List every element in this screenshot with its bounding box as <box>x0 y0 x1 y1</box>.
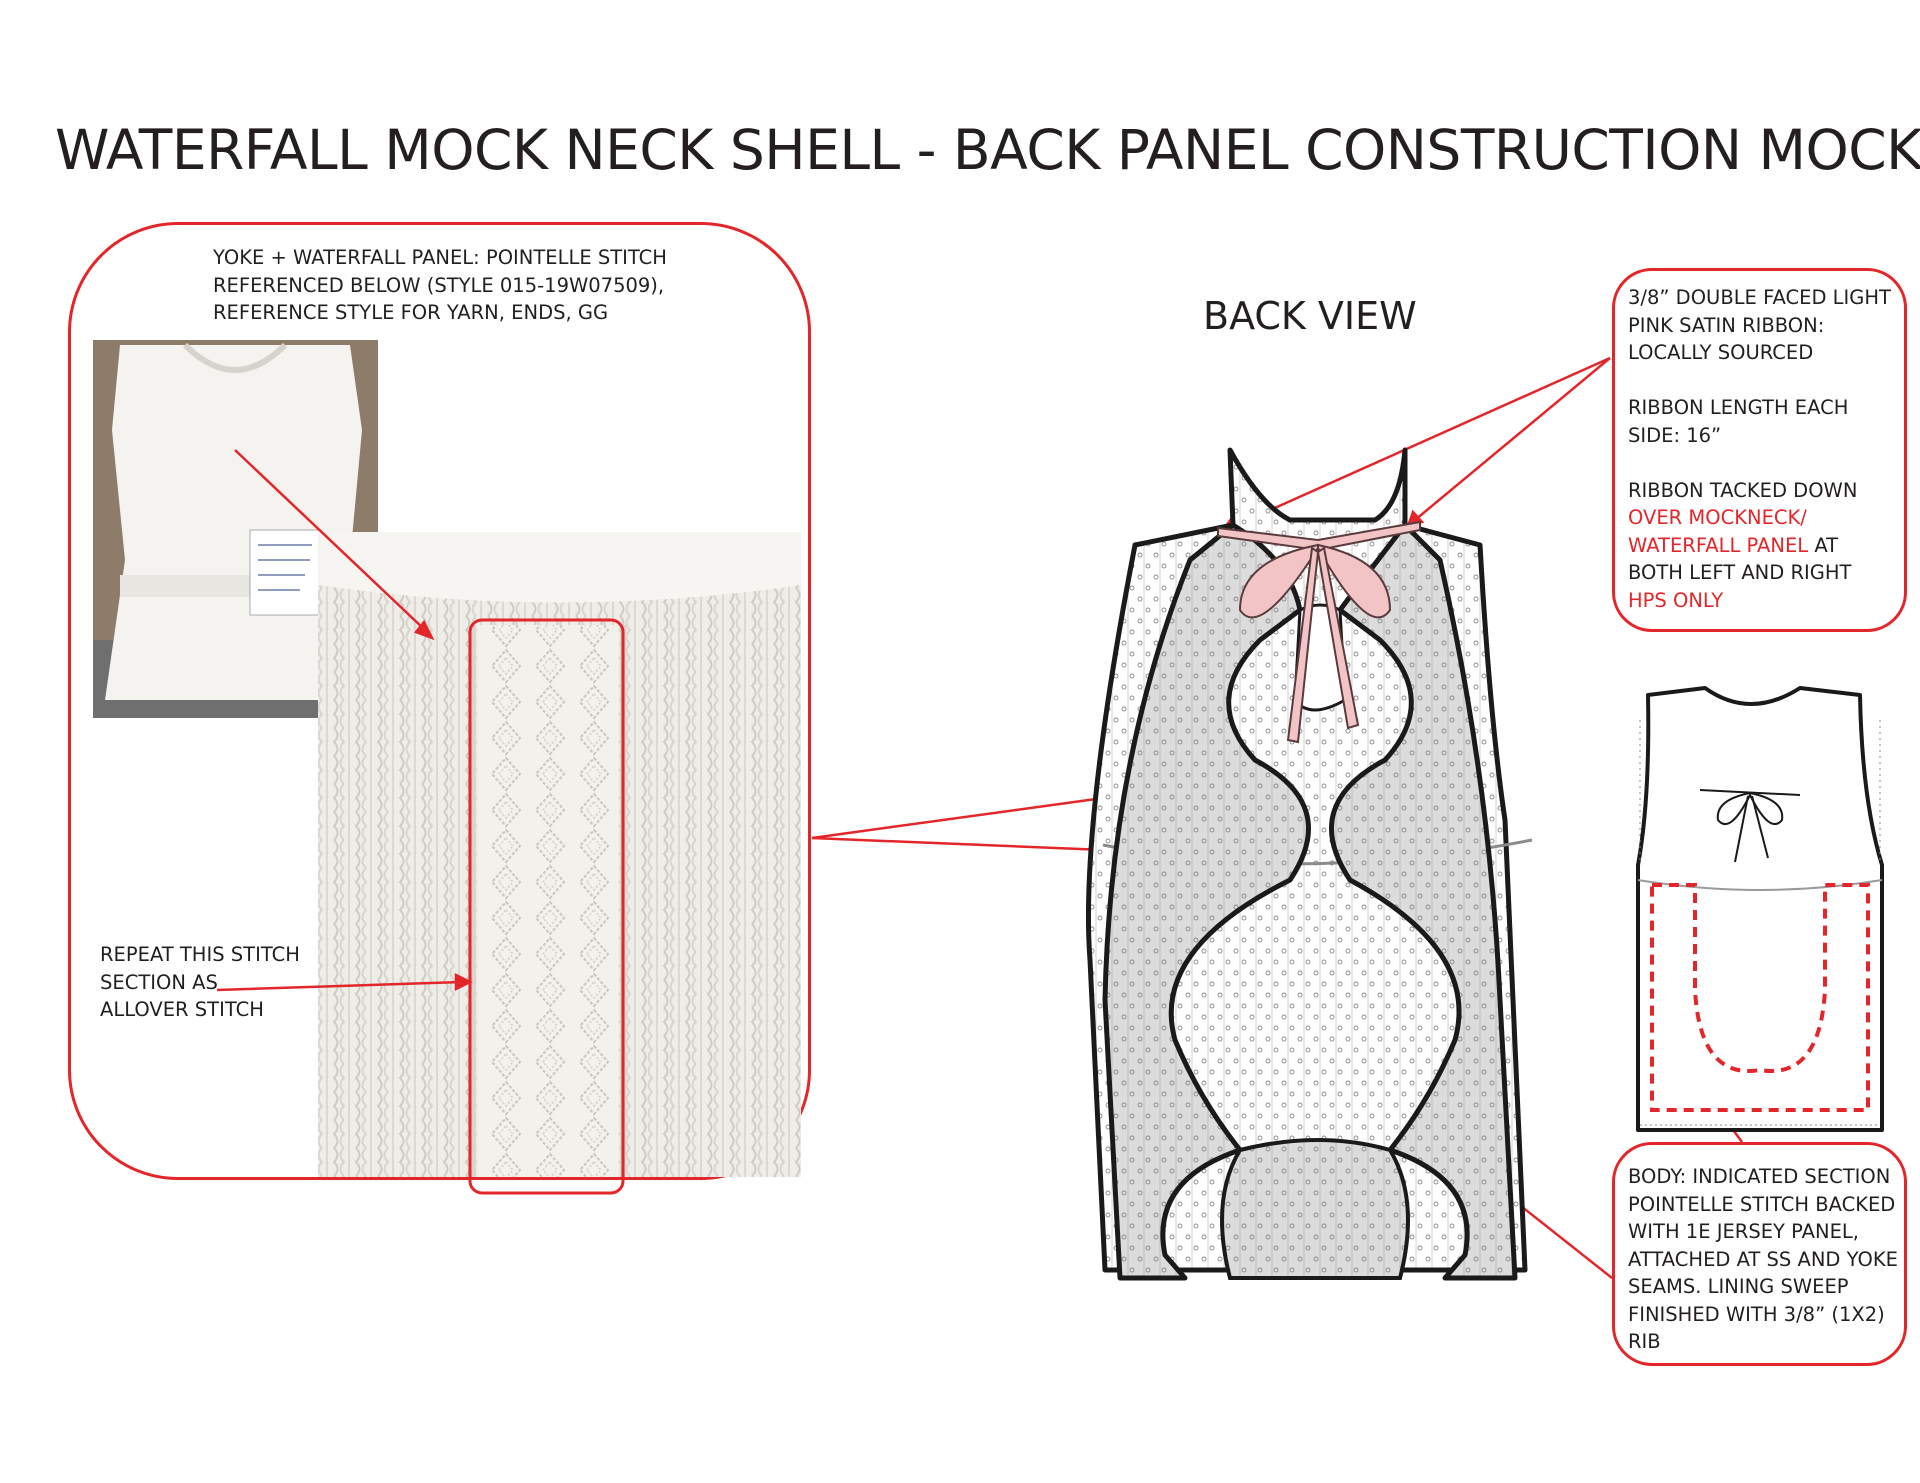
body-flat-sketch <box>1636 686 1884 1132</box>
yoke-waterfall-note: YOKE + WATERFALL PANEL: POINTELLE STITCH… <box>213 244 667 327</box>
body-note-line: POINTELLE STITCH BACKED <box>1628 1192 1896 1216</box>
body-note-line: ATTACHED AT SS AND YOKE <box>1628 1247 1898 1271</box>
ribbon-note: 3/8” DOUBLE FACED LIGHT PINK SATIN RIBBO… <box>1628 284 1891 614</box>
body-note: BODY: INDICATED SECTION POINTELLE STITCH… <box>1628 1163 1898 1356</box>
yoke-note-line: REFERENCED BELOW (STYLE 015-19W07509), <box>213 273 665 297</box>
yoke-note-line: REFERENCE STYLE FOR YARN, ENDS, GG <box>213 301 609 324</box>
stitch-section-highlight <box>468 618 625 1195</box>
body-note-line: SEAMS. LINING SWEEP <box>1628 1275 1849 1298</box>
body-note-line: FINISHED WITH 3/8” (1X2) <box>1628 1302 1885 1326</box>
page-title: WATERFALL MOCK NECK SHELL - BACK PANEL C… <box>55 118 1920 182</box>
ribbon-note-line: RIBBON TACKED DOWN <box>1628 478 1858 502</box>
body-callout <box>1612 1142 1907 1366</box>
stitch-closeup-photo <box>318 532 801 1177</box>
reference-garment-photo <box>93 340 378 718</box>
ribbon-note-line: WATERFALL PANEL AT <box>1628 532 1891 560</box>
back-view-label: BACK VIEW <box>1203 294 1417 338</box>
back-view-garment <box>1085 447 1533 1281</box>
ribbon-note-line-highlight: HPS ONLY <box>1628 588 1724 612</box>
ribbon-note-line: PINK SATIN RIBBON: <box>1628 313 1825 337</box>
ribbon-note-line-highlight: OVER MOCKNECK/ <box>1628 506 1807 529</box>
repeat-note-line: ALLOVER STITCH <box>100 998 264 1021</box>
yoke-note-line: YOKE + WATERFALL PANEL: POINTELLE STITCH <box>213 246 667 269</box>
ribbon-note-line: SIDE: 16” <box>1628 423 1722 447</box>
repeat-note-line: REPEAT THIS STITCH <box>100 943 300 966</box>
ribbon-note-line: 3/8” DOUBLE FACED LIGHT <box>1628 286 1891 309</box>
repeat-note-line: SECTION AS <box>100 970 218 994</box>
ribbon-note-line: LOCALLY SOURCED <box>1628 341 1814 364</box>
stitch-reference-frame <box>68 222 811 1180</box>
ribbon-note-highlight: WATERFALL PANEL <box>1628 533 1809 557</box>
body-note-line: RIB <box>1628 1330 1661 1353</box>
ribbon-note-text: AT <box>1808 533 1839 557</box>
stitch-arrows <box>216 449 473 992</box>
body-note-line: WITH 1E JERSEY PANEL, <box>1628 1220 1859 1243</box>
ribbon-callout <box>1612 268 1907 632</box>
ribbon-note-line: RIBBON LENGTH EACH <box>1628 396 1849 419</box>
repeat-stitch-note: REPEAT THIS STITCH SECTION AS ALLOVER ST… <box>100 941 300 1024</box>
ribbon-note-line: BOTH LEFT AND RIGHT <box>1628 561 1852 584</box>
body-note-line: BODY: INDICATED SECTION <box>1628 1165 1891 1188</box>
